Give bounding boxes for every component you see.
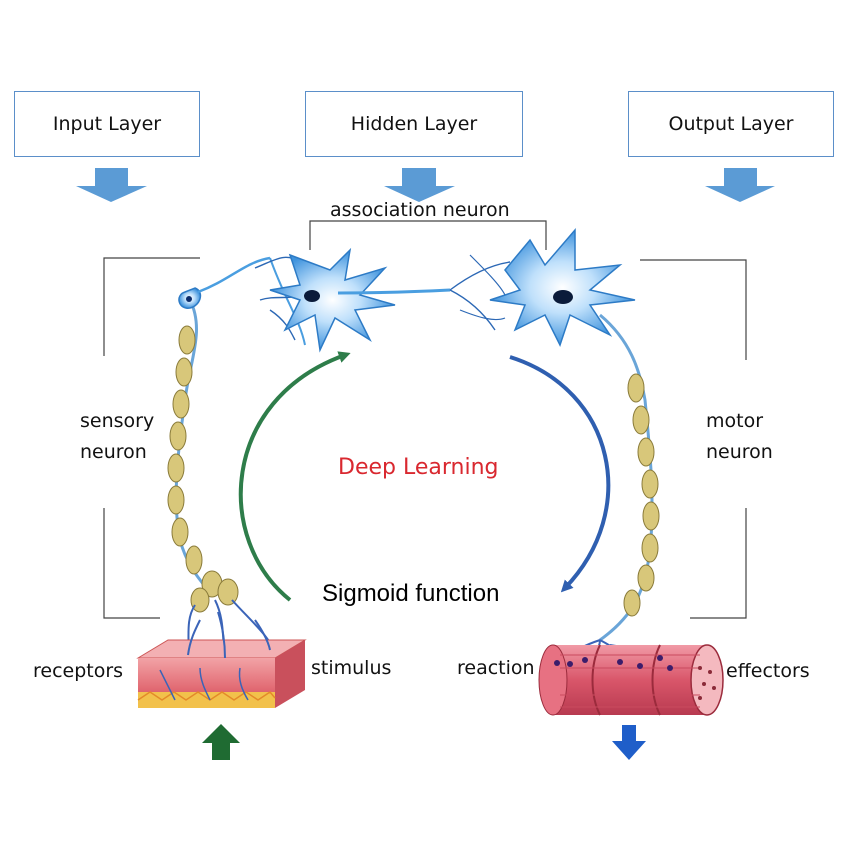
effector-down-arrow <box>612 725 646 760</box>
hidden-down-arrow <box>384 168 455 202</box>
motor-neuron-label: motor neuron <box>706 410 773 463</box>
muscle-effector <box>538 644 724 716</box>
hidden-layer-box: Hidden Layer <box>305 91 523 157</box>
output-down-arrow <box>705 168 775 202</box>
input-layer-box: Input Layer <box>14 91 200 157</box>
skin-receptor-block <box>136 611 307 708</box>
association-bracket <box>309 220 547 250</box>
reaction-label: reaction <box>457 657 535 679</box>
hidden-layer-label: Hidden Layer <box>350 113 478 135</box>
stimulus-label: stimulus <box>311 657 392 679</box>
stimulus-up-arrow <box>202 724 240 760</box>
output-layer-label: Output Layer <box>668 113 794 135</box>
association-neuron-right <box>449 227 636 347</box>
input-down-arrow <box>76 168 147 202</box>
deep-learning-title: Deep Learning <box>338 455 499 480</box>
association-neuron-left <box>254 247 451 353</box>
input-layer-label: Input Layer <box>52 113 162 135</box>
receptors-label: receptors <box>33 660 124 682</box>
association-neuron-label: association neuron <box>330 199 510 221</box>
effectors-label: effectors <box>726 660 810 682</box>
sensory-neuron-label: sensory neuron <box>80 410 155 463</box>
blue-flow-arrow <box>509 355 611 593</box>
motor-axon <box>564 313 681 666</box>
sensory-axon <box>167 256 276 659</box>
green-flow-arrow <box>238 351 351 602</box>
sigmoid-function-label: Sigmoid function <box>322 580 500 607</box>
motor-bracket <box>640 259 747 619</box>
output-layer-box: Output Layer <box>628 91 834 157</box>
sensory-bracket <box>103 257 200 619</box>
